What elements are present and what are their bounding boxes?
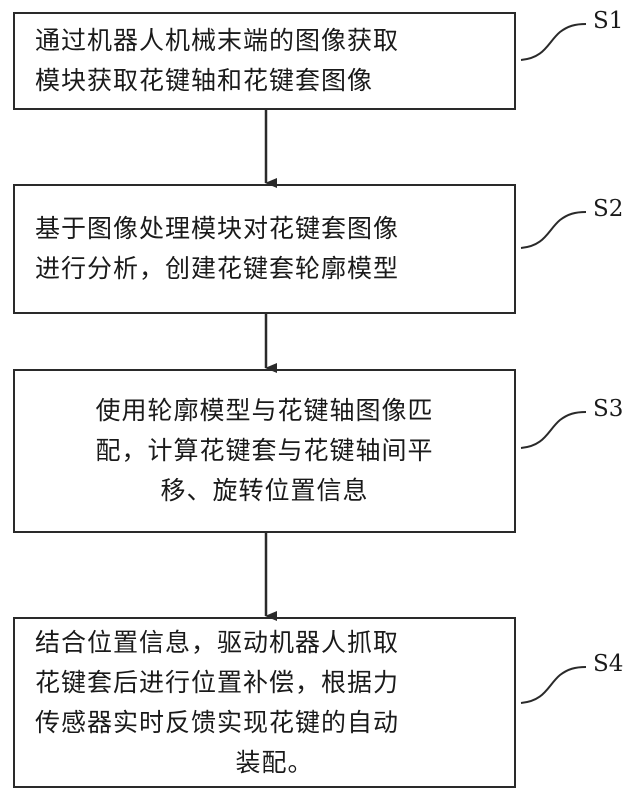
step-line: 花键套后进行位置补偿，根据力 [35,667,400,697]
step-line: 移、旋转位置信息 [160,476,369,505]
step-box-s4: 结合位置信息，驱动机器人抓取 花键套后进行位置补偿，根据力 传感器实时反馈实现花… [13,617,516,788]
leader-s3 [520,411,587,449]
step-line: 装配。 [235,747,314,777]
leader-s2 [520,211,587,249]
leader-s4 [520,666,587,704]
step-label-s3: S3 [593,396,624,422]
step-box-s1: 通过机器人机械末端的图像获取 模块获取花键轴和花键套图像 [13,12,516,110]
step-label-s4: S4 [593,651,624,677]
step-text-s1: 通过机器人机械末端的图像获取 模块获取花键轴和花键套图像 [15,21,514,101]
step-line: 通过机器人机械末端的图像获取 [35,26,400,55]
step-label-s1: S1 [593,8,624,34]
step-line: 基于图像处理模块对花键套图像 [35,214,400,243]
step-box-s3: 使用轮廓模型与花键轴图像匹 配，计算花键套与花键轴间平 移、旋转位置信息 [13,369,516,533]
step-label-s2: S2 [593,196,624,222]
step-line: 传感器实时反馈实现花键的自动 [35,707,400,737]
leader-s1 [520,23,587,61]
step-text-s3: 使用轮廓模型与花键轴图像匹 配，计算花键套与花键轴间平 移、旋转位置信息 [15,391,514,511]
step-line: 使用轮廓模型与花键轴图像匹 [95,396,434,425]
step-box-s2: 基于图像处理模块对花键套图像 进行分析，创建花键套轮廓模型 [13,184,516,314]
step-text-s4: 结合位置信息，驱动机器人抓取 花键套后进行位置补偿，根据力 传感器实时反馈实现花… [15,623,514,783]
step-line: 模块获取花键轴和花键套图像 [35,66,374,95]
step-text-s2: 基于图像处理模块对花键套图像 进行分析，创建花键套轮廓模型 [15,209,514,289]
step-line: 结合位置信息，驱动机器人抓取 [35,627,400,657]
step-line: 配，计算花键套与花键轴间平 [95,436,434,465]
step-line: 进行分析，创建花键套轮廓模型 [35,254,400,283]
